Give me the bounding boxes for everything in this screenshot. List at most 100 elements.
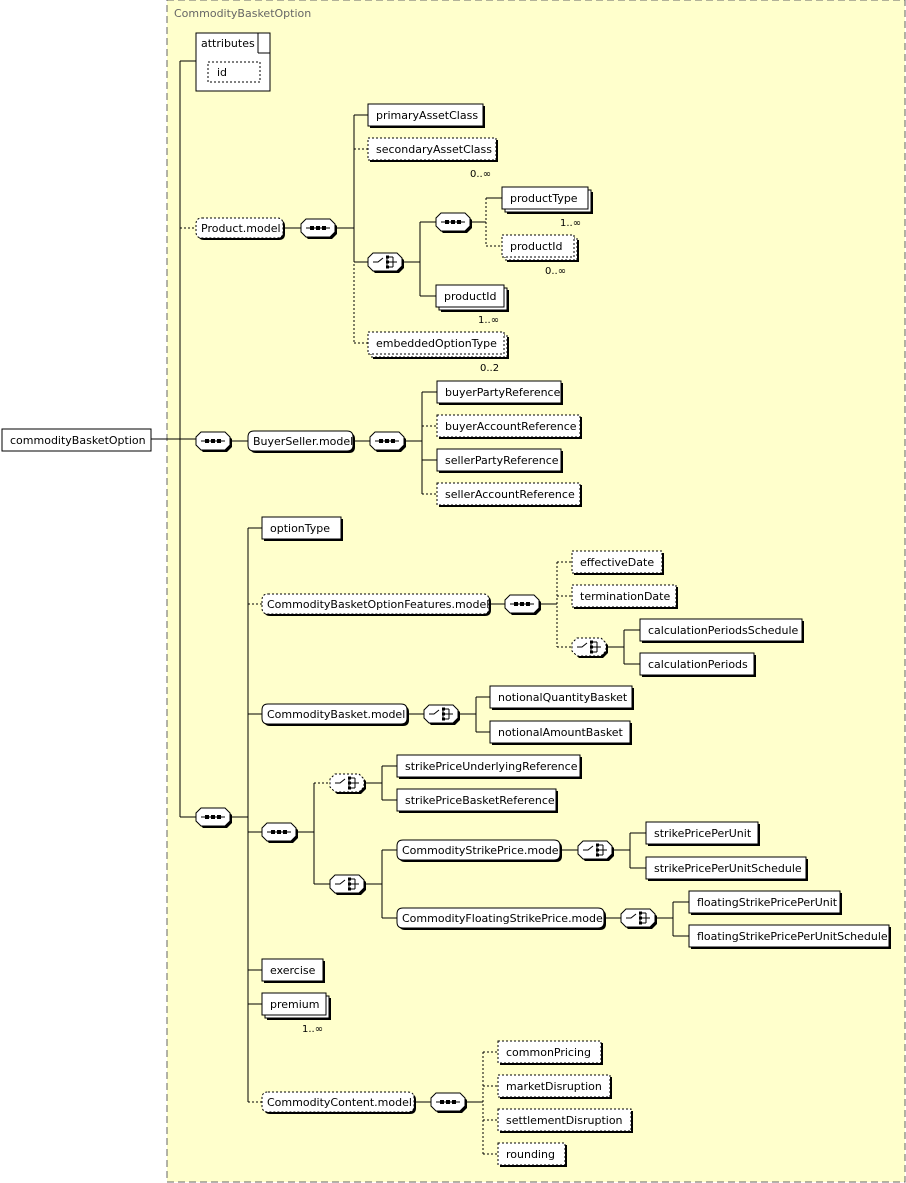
sequence-dot: [457, 220, 461, 224]
cardinality-premium: 1..∞: [302, 1024, 323, 1035]
element-label: strikePriceBasketReference: [405, 794, 555, 807]
attribute-id-label: id: [217, 66, 227, 79]
element-label: secondaryAssetClass: [376, 143, 492, 156]
group-content: CommodityContent.model: [261, 1091, 416, 1114]
sequence-dot: [277, 830, 281, 834]
element-label: floatingStrikePricePerUnit: [697, 896, 838, 909]
choice-dot: [386, 260, 389, 264]
element-label: productId: [510, 240, 563, 253]
element-box: [261, 516, 342, 540]
group-buyerSeller: BuyerSeller.model: [247, 430, 355, 453]
element-label: strikePricePerUnit: [654, 827, 752, 840]
choice-switch: [429, 709, 440, 715]
choice-dot: [348, 887, 351, 891]
element-box: [639, 652, 755, 676]
element-root: commodityBasketOption: [1, 428, 152, 452]
element-box: [261, 958, 324, 982]
sequence-icon: [261, 822, 298, 843]
choice-dot: [348, 877, 351, 881]
group-strikePrice: CommodityStrikePrice.model: [396, 839, 562, 862]
element-box: [367, 331, 505, 355]
element-label: premium: [270, 998, 320, 1011]
sequence-dot: [322, 226, 326, 230]
sequence-dot: [526, 602, 530, 606]
element-label: sellerPartyReference: [445, 454, 559, 467]
choice-icon: [620, 908, 657, 929]
cardinality-productType: 1..∞: [560, 218, 581, 229]
group-box: [195, 217, 284, 239]
sequence-dot: [271, 830, 275, 834]
sequence-icon: [195, 807, 232, 828]
element-marketDisruption: marketDisruption: [497, 1074, 612, 1099]
element-rounding: rounding: [497, 1142, 567, 1167]
choice-switch: [626, 913, 637, 919]
element-label: exercise: [270, 964, 316, 977]
element-strikePricePerUnitSchedule: strikePricePerUnitSchedule: [645, 856, 808, 881]
sequence-dot: [446, 1100, 450, 1104]
element-box: [367, 137, 497, 161]
group-box: [396, 839, 561, 861]
element-terminationDate: terminationDate: [571, 584, 678, 609]
element-buyerAccountReference: buyerAccountReference: [436, 414, 582, 439]
choice-dot: [348, 786, 351, 790]
element-box: [1, 428, 152, 452]
group-floatingStrikePrice: CommodityFloatingStrikePrice.model: [396, 907, 606, 930]
element-box: [497, 1074, 611, 1098]
sequence-dot: [440, 1100, 444, 1104]
choice-dot: [639, 916, 642, 920]
group-box: [261, 703, 408, 725]
choice-dot: [442, 712, 445, 716]
sequence-dot: [520, 602, 524, 606]
choice-dot: [590, 640, 593, 644]
element-settlementDisruption: settlementDisruption: [497, 1108, 633, 1133]
element-primaryAssetClass: primaryAssetClass: [367, 103, 485, 128]
element-label: notionalAmountBasket: [498, 726, 624, 739]
element-label: calculationPeriodsSchedule: [648, 624, 799, 637]
sequence-dot: [445, 220, 449, 224]
choice-icon: [367, 252, 404, 273]
sequence-icon: [435, 212, 472, 233]
element-commonPricing: commonPricing: [497, 1040, 603, 1065]
element-box: [489, 685, 633, 709]
choice-icon: [329, 874, 366, 895]
choice-dot: [596, 853, 599, 857]
group-label: CommodityFloatingStrikePrice.model: [402, 912, 606, 925]
choice-dot: [442, 717, 445, 721]
sequence-dot: [217, 439, 221, 443]
element-effectiveDate: effectiveDate: [571, 550, 664, 575]
element-box: [645, 856, 807, 880]
element-box: [688, 924, 890, 948]
sequence-dot: [217, 815, 221, 819]
attributes-block: attributes id: [195, 32, 271, 92]
element-strikePriceUnderlyingReference: strikePriceUnderlyingReference: [396, 754, 582, 779]
element-strikePriceBasketReference: strikePriceBasketReference: [396, 788, 558, 813]
attribute-box: [207, 61, 261, 83]
group-basket: CommodityBasket.model: [261, 703, 409, 726]
element-label: productType: [510, 192, 578, 205]
element-box: [261, 992, 327, 1016]
group-label: Product.model: [201, 222, 281, 235]
element-box: [396, 754, 581, 778]
element-box: [436, 380, 562, 404]
element-label: primaryAssetClass: [376, 109, 478, 122]
element-floatingStrikePricePerUnit: floatingStrikePricePerUnit: [688, 890, 842, 915]
element-label: marketDisruption: [506, 1080, 602, 1093]
element-box: [571, 584, 677, 608]
sequence-dot: [316, 226, 320, 230]
choice-icon: [577, 840, 614, 861]
sequence-icon: [504, 594, 541, 615]
choice-icon: [329, 773, 366, 794]
group-label: CommodityBasketOptionFeatures.model: [267, 598, 489, 611]
attributes-label: attributes: [201, 37, 255, 50]
sequence-dot: [385, 439, 389, 443]
sequence-icon: [369, 431, 406, 452]
cardinality-secondaryAssetClass: 0..∞: [470, 169, 491, 180]
element-secondaryAssetClass: secondaryAssetClass: [367, 137, 498, 162]
element-box: [436, 448, 562, 472]
choice-switch: [335, 778, 346, 784]
element-box: [436, 482, 581, 506]
choice-icon: [571, 637, 608, 658]
element-label: sellerAccountReference: [445, 488, 575, 501]
choice-dot: [590, 650, 593, 654]
